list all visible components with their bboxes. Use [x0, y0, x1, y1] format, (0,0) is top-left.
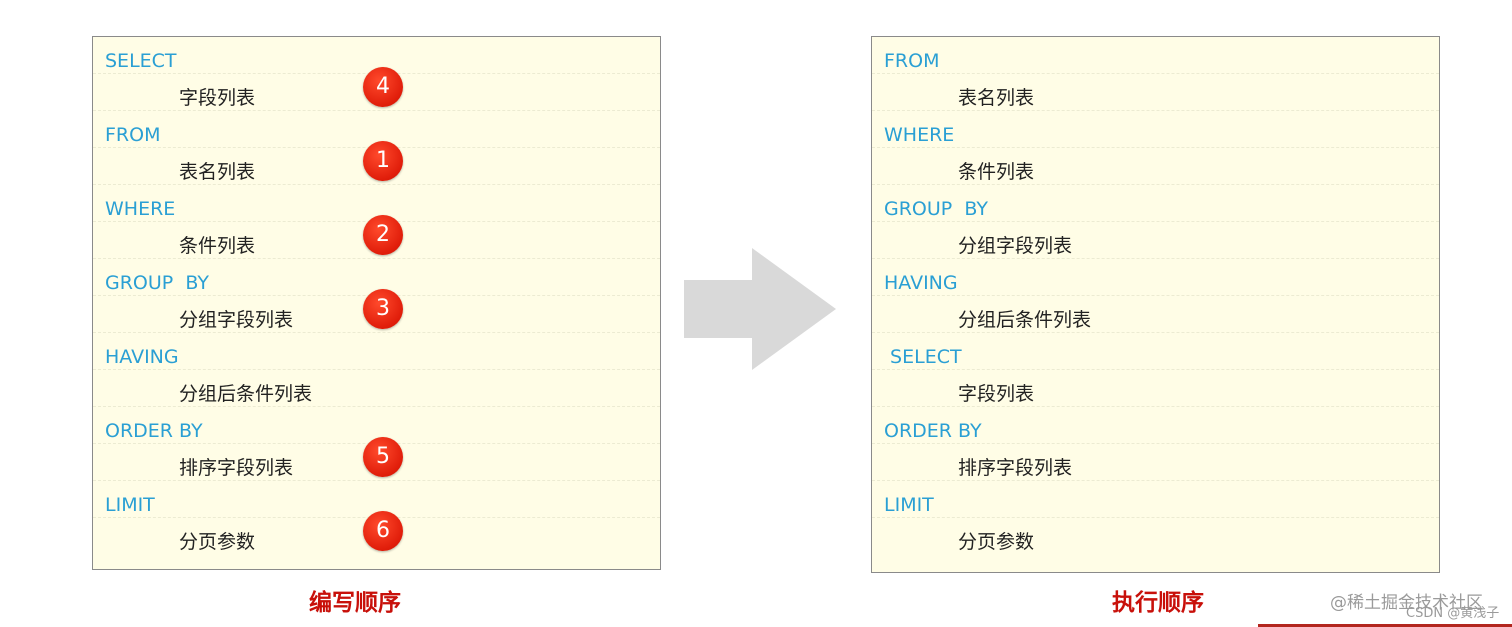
writing-order-row: 字段列表: [93, 74, 660, 111]
sql-keyword: LIMIT: [884, 494, 934, 516]
step-number-badge: 6: [363, 511, 403, 551]
sql-clause-argument: 字段列表: [179, 87, 256, 109]
sql-keyword: HAVING: [884, 272, 958, 294]
sql-keyword: HAVING: [105, 346, 179, 368]
execution-order-row: 分组字段列表: [872, 222, 1439, 259]
watermark-csdn: CSDN @黄浅子: [1406, 606, 1500, 621]
sql-keyword: GROUP BY: [105, 272, 209, 294]
execution-order-row: 条件列表: [872, 148, 1439, 185]
step-number-badge: 1: [363, 141, 403, 181]
step-number-badge: 3: [363, 289, 403, 329]
step-number-badge: 5: [363, 437, 403, 477]
step-number-badge: 2: [363, 215, 403, 255]
sql-keyword: SELECT: [105, 50, 177, 72]
execution-order-row: WHERE: [872, 111, 1439, 148]
sql-clause-argument: 表名列表: [179, 161, 256, 183]
sql-keyword: GROUP BY: [884, 198, 988, 220]
execution-order-row: HAVING: [872, 259, 1439, 296]
execution-order-row: 分组后条件列表: [872, 296, 1439, 333]
sql-clause-argument: 排序字段列表: [958, 457, 1073, 479]
writing-order-row: 表名列表: [93, 148, 660, 185]
execution-order-row: FROM: [872, 37, 1439, 74]
sql-keyword: FROM: [884, 50, 940, 72]
sql-clause-argument: 分组字段列表: [179, 309, 294, 331]
writing-order-row: HAVING: [93, 333, 660, 370]
watermark-juejin: @稀土掘金技术社区: [1330, 593, 1483, 613]
sql-keyword: ORDER BY: [884, 420, 982, 442]
sql-clause-argument: 表名列表: [958, 87, 1035, 109]
sql-clause-argument: 分组后条件列表: [958, 309, 1092, 331]
right-arrow-icon: [684, 248, 836, 370]
sql-clause-argument: 分组字段列表: [958, 235, 1073, 257]
execution-order-row: 字段列表: [872, 370, 1439, 407]
sql-clause-argument: 条件列表: [179, 235, 256, 257]
step-number-badge: 4: [363, 67, 403, 107]
sql-keyword: LIMIT: [105, 494, 155, 516]
writing-order-row: 分页参数: [93, 518, 660, 555]
execution-order-row: GROUP BY: [872, 185, 1439, 222]
sql-clause-argument: 分页参数: [958, 531, 1035, 553]
writing-order-row: 条件列表: [93, 222, 660, 259]
sql-clause-argument: 条件列表: [958, 161, 1035, 183]
sql-keyword: ORDER BY: [105, 420, 203, 442]
sql-keyword: FROM: [105, 124, 161, 146]
sql-clause-argument: 字段列表: [958, 383, 1035, 405]
execution-order-row: LIMIT: [872, 481, 1439, 518]
corner-accent-line: [1258, 624, 1512, 627]
execution-order-row: 表名列表: [872, 74, 1439, 111]
writing-order-row: 分组后条件列表: [93, 370, 660, 407]
execution-order-row: 排序字段列表: [872, 444, 1439, 481]
writing-order-caption: 编写顺序: [309, 590, 401, 616]
execution-order-caption: 执行顺序: [1112, 590, 1204, 616]
sql-keyword: WHERE: [105, 198, 176, 220]
sql-keyword: SELECT: [884, 346, 962, 368]
execution-order-row: ORDER BY: [872, 407, 1439, 444]
sql-keyword: WHERE: [884, 124, 955, 146]
sql-clause-argument: 排序字段列表: [179, 457, 294, 479]
execution-order-row: 分页参数: [872, 518, 1439, 555]
writing-order-row: 排序字段列表: [93, 444, 660, 481]
sql-clause-argument: 分组后条件列表: [179, 383, 313, 405]
writing-order-row: 分组字段列表: [93, 296, 660, 333]
sql-clause-argument: 分页参数: [179, 531, 256, 553]
execution-order-row: SELECT: [872, 333, 1439, 370]
